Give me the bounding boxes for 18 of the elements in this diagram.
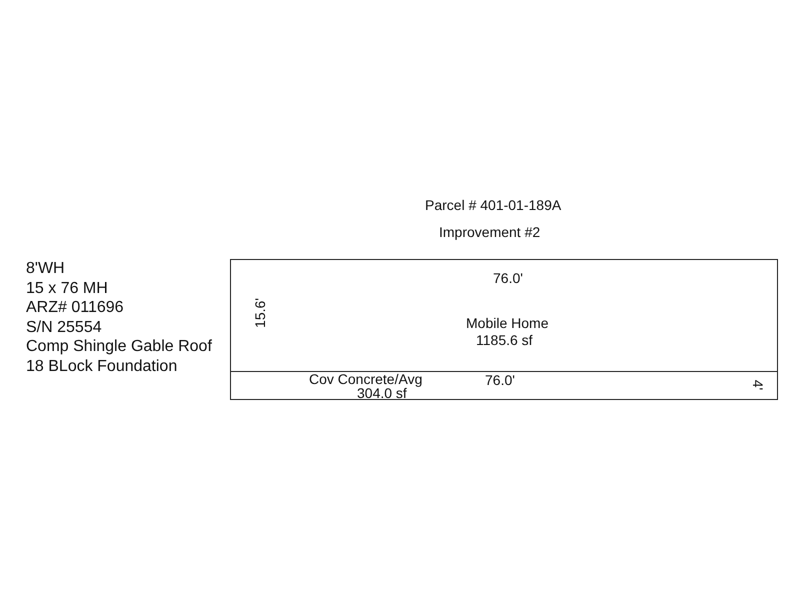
note-text: ARZ# 011696 xyxy=(26,298,124,318)
note-text: 15 x 76 MH xyxy=(26,278,108,298)
dimension-label: 76.0' xyxy=(485,373,515,387)
note-text: Comp Shingle Gable Roof xyxy=(26,337,212,356)
dimension-label: 76.0' xyxy=(493,271,523,285)
porch-outline xyxy=(230,371,778,400)
parcel-title: Parcel # 401-01-189A xyxy=(425,197,562,213)
area-label: 304.0 sf xyxy=(357,386,407,400)
improvement-label: Improvement #2 xyxy=(439,224,540,240)
note-text: S/N 25554 xyxy=(26,318,102,337)
note-text: 18 BLock Foundation xyxy=(26,356,178,376)
area-label: 1185.6 sf xyxy=(476,333,533,347)
note-text: 8'WH xyxy=(26,259,65,278)
room-name: Mobile Home xyxy=(466,316,548,330)
room-name: Cov Concrete/Avg xyxy=(309,372,422,386)
room-outline xyxy=(230,259,778,372)
dimension-label: 4' xyxy=(751,380,766,390)
dimension-label: 15.6' xyxy=(252,298,267,328)
